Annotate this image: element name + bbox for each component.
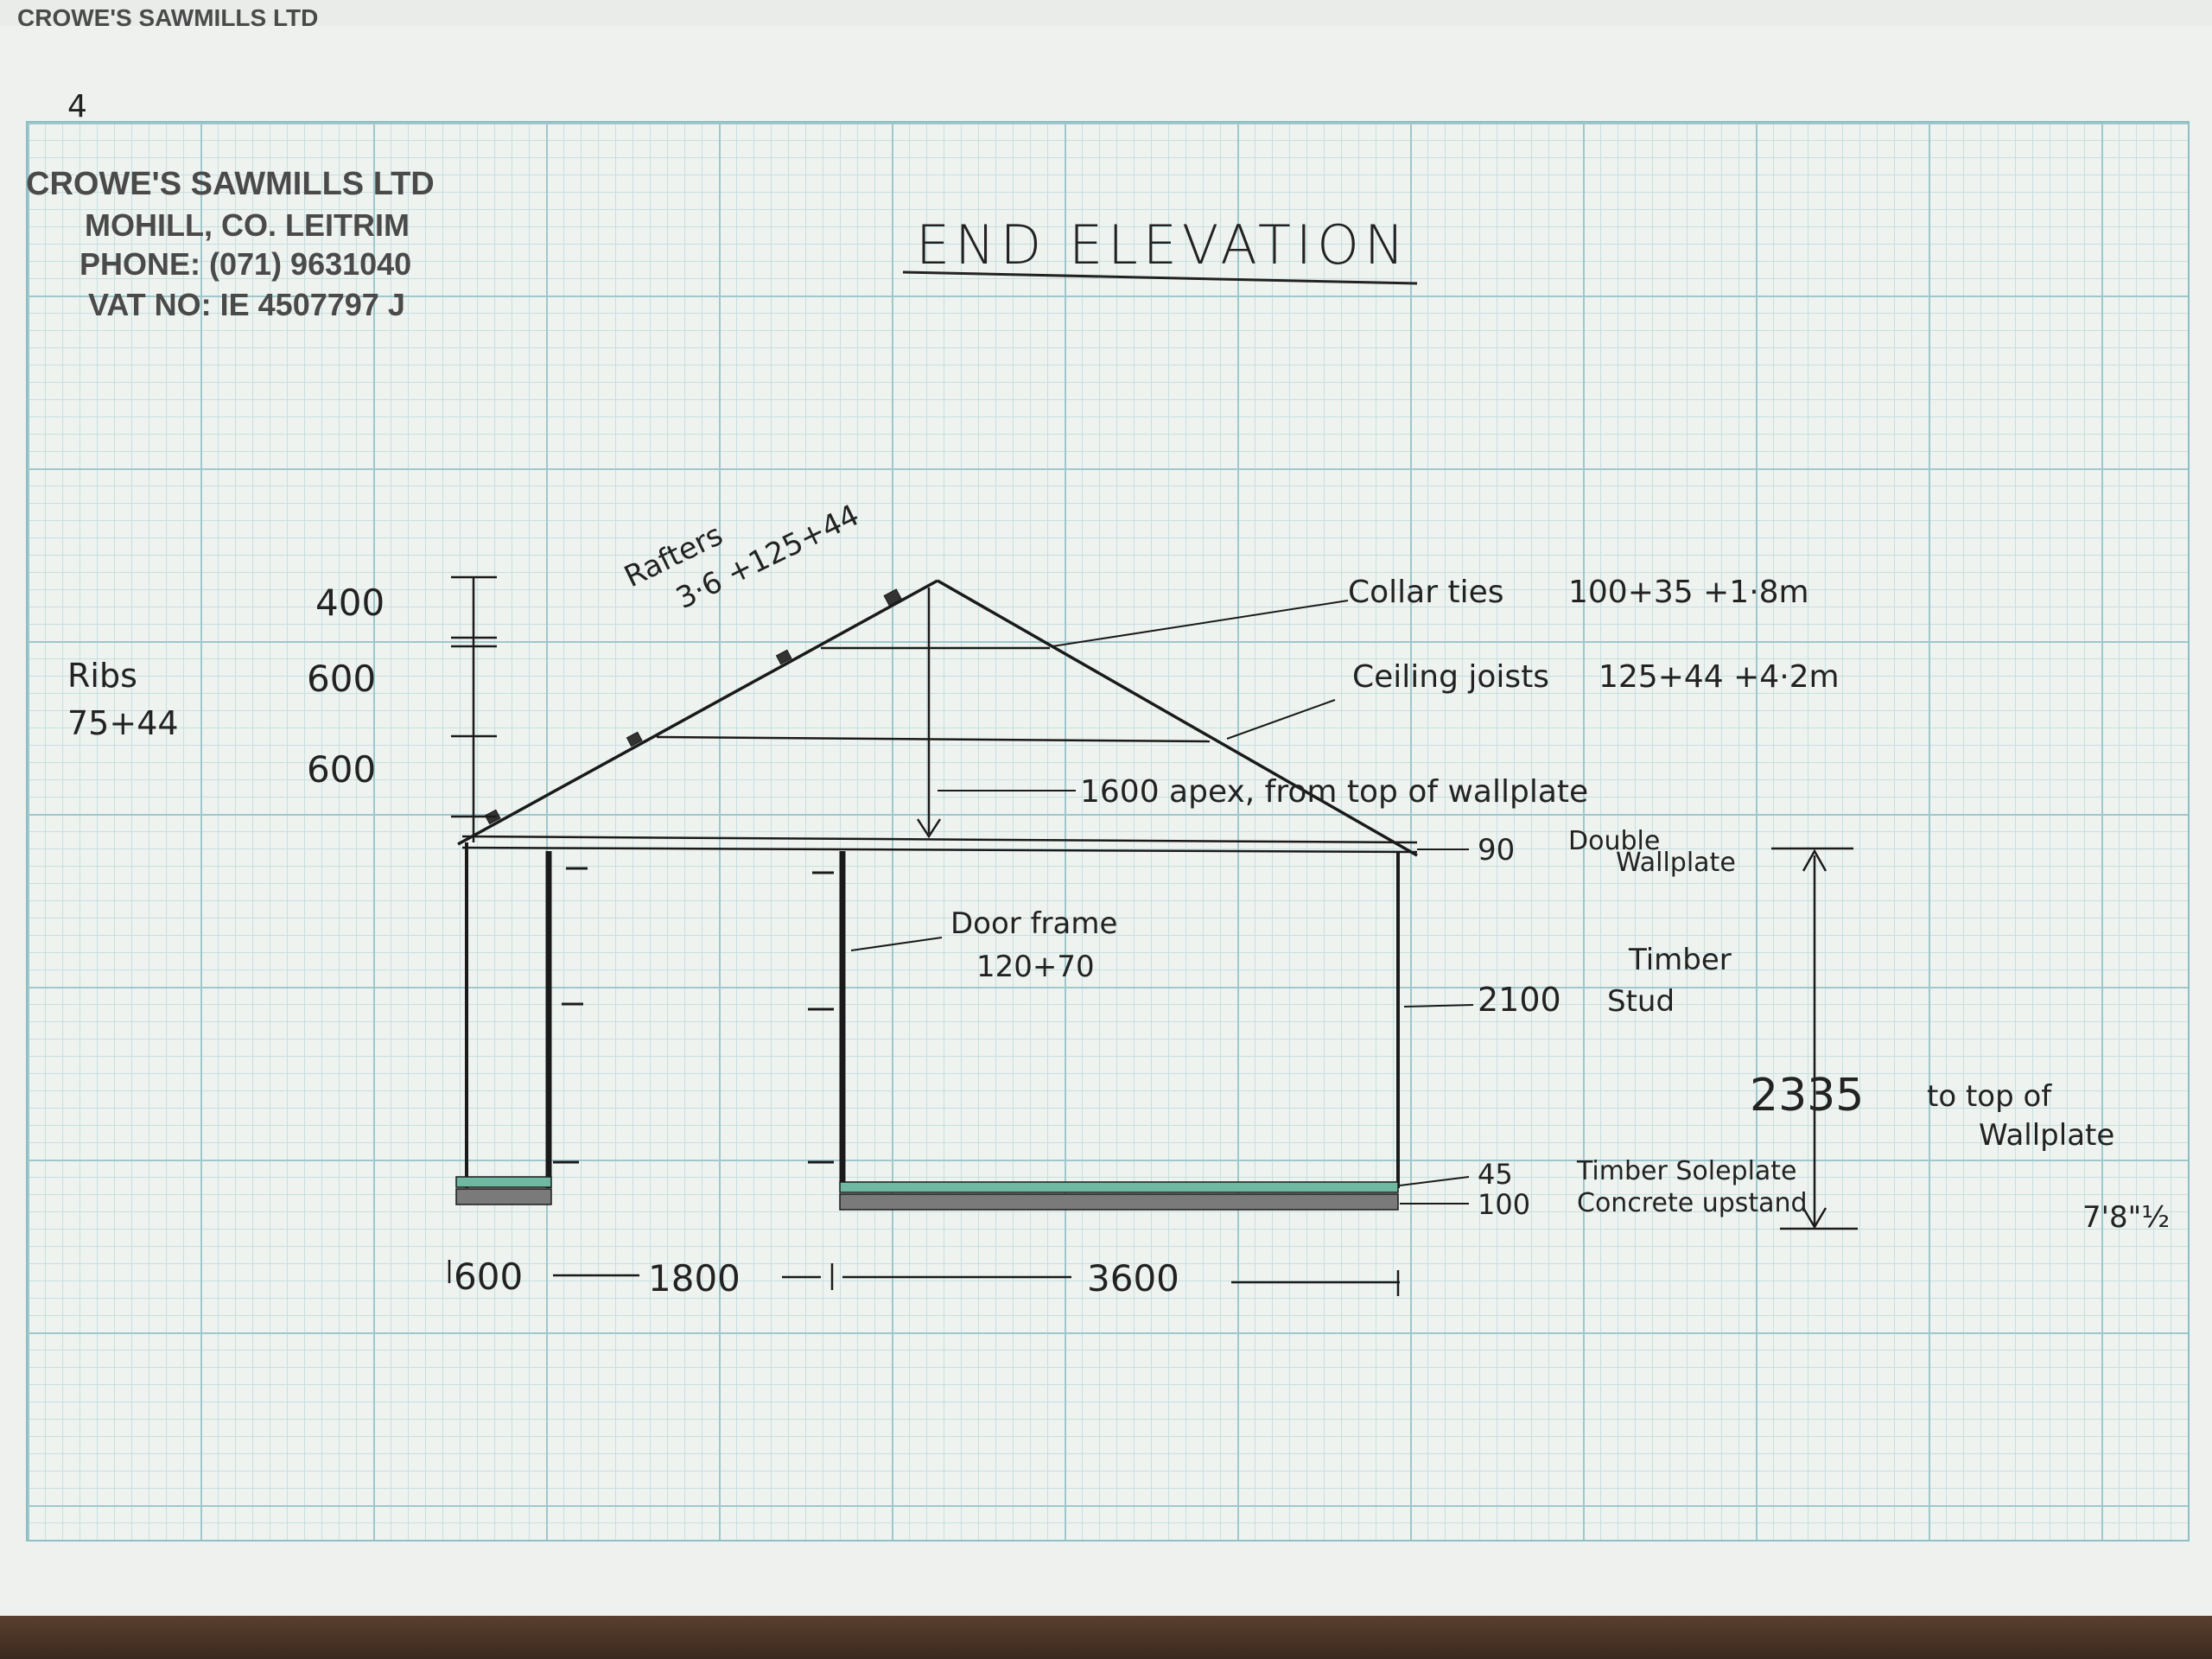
- total-height-imperial: 7'8"½: [2082, 1200, 2170, 1235]
- ribs-label: Ribs: [67, 657, 137, 695]
- roof: [457, 579, 1418, 857]
- back-sheet-header: CROWE'S SAWMILLS LTD: [17, 4, 318, 31]
- company-stamp: CROWE'S SAWMILLS LTD MOHILL, CO. LEITRIM…: [26, 166, 435, 322]
- stamp-company: CROWE'S SAWMILLS LTD: [26, 166, 435, 202]
- wallplate-dimension: 90: [1478, 833, 1515, 868]
- annotations: Ribs 75+44 400 600 600 Rafters 3·6 +125+…: [67, 498, 2170, 1300]
- door-frame-spec: 120+70: [976, 950, 1095, 984]
- apex-label: 1600 apex, from top of wallplate: [1080, 774, 1588, 810]
- base-segment-2: 1800: [648, 1257, 741, 1300]
- stud-leader: [1403, 1004, 1474, 1007]
- total-height-note-1: to top of: [1927, 1079, 2052, 1114]
- ribs-spec: 75+44: [67, 704, 179, 742]
- stamp-phone: PHONE: (071) 9631040: [79, 246, 411, 282]
- stud-dimension: 2100: [1478, 981, 1561, 1019]
- wall-frame: [465, 842, 1474, 1188]
- wallplate-label-2: Wallplate: [1616, 848, 1736, 878]
- stud-label-2: Stud: [1607, 984, 1675, 1019]
- rafter-left: [457, 579, 938, 846]
- collar-ties-label: Collar ties: [1348, 575, 1504, 610]
- overall-height-dimension: [1771, 847, 1858, 1230]
- graph-paper: [26, 121, 2190, 1541]
- concrete-label: Concrete upstand: [1577, 1188, 1808, 1218]
- wallplate-label-1: Double: [1568, 826, 1660, 856]
- rafter-right: [937, 579, 1418, 857]
- stamp-address: MOHILL, CO. LEITRIM: [85, 207, 410, 243]
- door-frame-leader: [850, 937, 943, 951]
- concrete-dimension: 100: [1478, 1188, 1530, 1221]
- rise-segment-2: 600: [307, 658, 376, 700]
- ceiling-joists-spec: 125+44 +4·2m: [1599, 659, 1840, 695]
- page-number: 4: [67, 89, 87, 124]
- apex-arrow: [916, 818, 942, 839]
- title-underline: [902, 270, 1418, 285]
- soleplate-dimension: 45: [1478, 1158, 1513, 1191]
- stud-label-1: Timber: [1628, 943, 1732, 977]
- rise-segment-1: 400: [315, 582, 385, 624]
- concrete-left: [455, 1188, 552, 1205]
- total-height-value: 2335: [1750, 1070, 1864, 1122]
- base: [455, 1176, 1470, 1211]
- ceiling-joists-label: Ceiling joists: [1352, 659, 1549, 695]
- concrete-right: [839, 1193, 1399, 1211]
- soleplate-label: Timber Soleplate: [1576, 1156, 1797, 1186]
- rib-block: [883, 588, 903, 607]
- total-height-note-2: Wallplate: [1979, 1118, 2114, 1153]
- base-dimension: [448, 1260, 1400, 1296]
- soleplate-left: [455, 1176, 552, 1188]
- collar-ties-spec: 100+35 +1·8m: [1568, 575, 1809, 610]
- soleplate-right: [839, 1181, 1399, 1193]
- base-segment-1: 600: [454, 1255, 523, 1298]
- wooden-table: [0, 1616, 2212, 1659]
- base-segment-3: 3600: [1087, 1257, 1179, 1300]
- collar-tie-leader: [1052, 600, 1349, 647]
- rib-block: [626, 731, 643, 747]
- ceiling-joist-leader: [1226, 699, 1336, 740]
- rib-block: [775, 649, 792, 665]
- stamp-vat: VAT NO: IE 4507797 J: [88, 287, 405, 322]
- drawing-title: END ELEVATION: [916, 213, 1409, 276]
- rise-segment-3: 600: [307, 748, 376, 791]
- double-wallplate: [461, 835, 1469, 854]
- door-frame-label: Door frame: [950, 906, 1117, 941]
- rise-dimension: [451, 575, 497, 842]
- ceiling-joist: [656, 735, 1211, 743]
